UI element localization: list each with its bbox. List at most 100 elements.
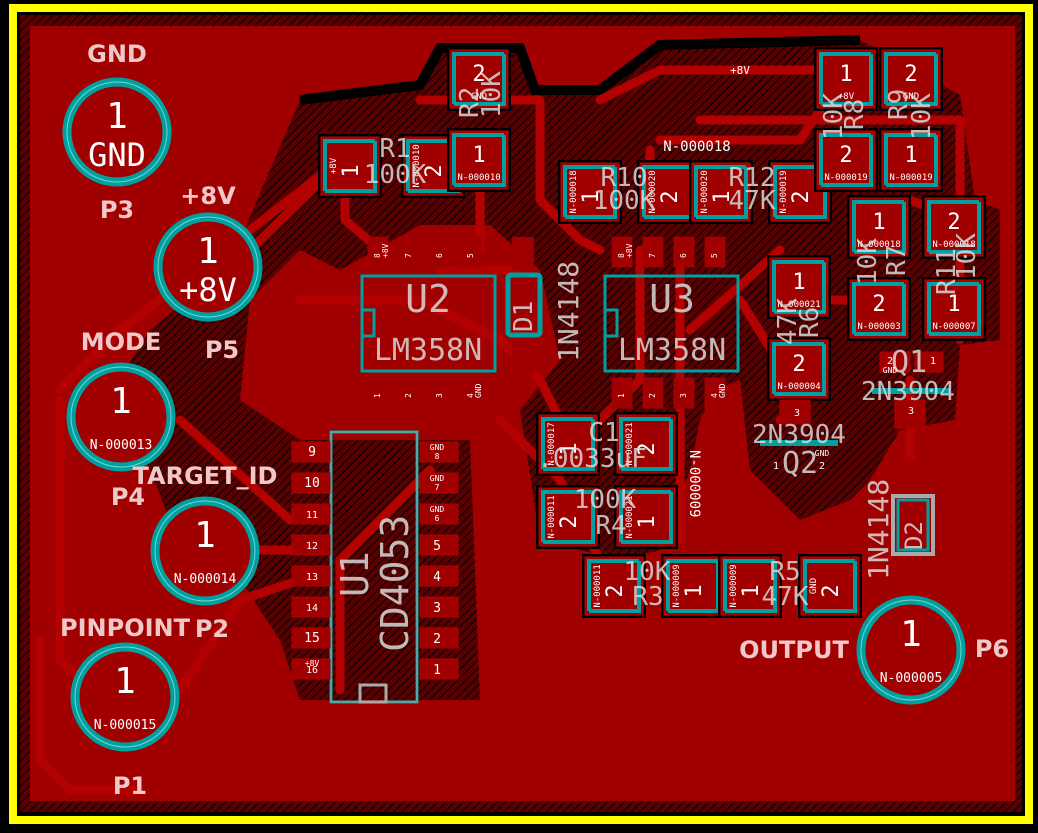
value-label: 10K xyxy=(952,233,982,280)
smd-pad[interactable]: 1N-000021 xyxy=(767,255,831,319)
connector-ref: P4 xyxy=(111,483,145,511)
svg-text:N-000019: N-000019 xyxy=(779,170,789,213)
connector-ref: P3 xyxy=(100,196,134,224)
svg-text:1: 1 xyxy=(472,143,485,168)
ic-u3[interactable]: U3 LM358N xyxy=(603,274,740,373)
smd-pad[interactable]: 2N-000021 xyxy=(614,412,678,476)
svg-text:6: 6 xyxy=(435,253,444,258)
diode-d2[interactable]: D2 1N4148 xyxy=(862,479,935,580)
smd-pad[interactable]: 2N-000011 xyxy=(582,554,646,618)
smd-pad[interactable]: 2N-000018 xyxy=(922,195,986,259)
svg-text:+8V: +8V xyxy=(838,92,855,102)
ic-u1[interactable]: U1 CD4053 xyxy=(329,430,419,704)
svg-text:N-000021: N-000021 xyxy=(625,495,635,538)
value-label: 10K xyxy=(907,93,937,140)
svg-text:3: 3 xyxy=(679,393,688,398)
svg-text:14: 14 xyxy=(306,603,318,614)
pad-number: 1 xyxy=(110,381,132,422)
ref-label: R3 xyxy=(632,582,663,612)
net-label-n18: N-000018 xyxy=(663,139,730,155)
svg-text:4: 4 xyxy=(466,393,475,398)
svg-text:3: 3 xyxy=(908,406,914,417)
value-label: 10K xyxy=(819,93,849,140)
smd-pad[interactable]: 1N-000009 xyxy=(718,554,782,618)
smd-pad[interactable]: 1+8V xyxy=(318,134,382,198)
smd-pad[interactable]: 2N-000019 xyxy=(814,128,878,192)
transistor-q1[interactable]: Q1 2N3904 2 GND 1 3 xyxy=(861,345,955,429)
svg-text:N-000020: N-000020 xyxy=(648,170,658,213)
smd-pad[interactable]: 1N-000021 xyxy=(614,485,678,549)
smd-pad[interactable]: 1N-000017 xyxy=(536,412,600,476)
svg-text:9: 9 xyxy=(308,445,316,460)
svg-text:2: 2 xyxy=(872,292,885,317)
transistor-q2[interactable]: 2N3904 Q2 1 GND 2 3 xyxy=(752,399,846,481)
svg-text:10: 10 xyxy=(304,476,320,491)
smd-pad[interactable]: 2N-000004 xyxy=(767,337,831,401)
connector-label: +8V xyxy=(180,182,236,210)
svg-text:8: 8 xyxy=(435,452,440,461)
diode-d1[interactable]: D1 1N4148 xyxy=(505,261,585,362)
smd-pad[interactable]: 1N-000007 xyxy=(922,277,986,341)
smd-pad[interactable]: 2N-000003 xyxy=(847,277,911,341)
pad-net: +8V xyxy=(179,271,237,309)
svg-text:1: 1 xyxy=(710,190,735,203)
svg-text:N-000021: N-000021 xyxy=(625,422,635,465)
smd-pad[interactable]: 1+8V xyxy=(814,47,878,111)
svg-text:GND: GND xyxy=(718,383,727,398)
svg-text:12: 12 xyxy=(306,541,318,552)
smd-pad[interactable]: 1N-000018 xyxy=(558,160,622,224)
ic-u2[interactable]: U2 LM358N xyxy=(360,274,497,373)
smd-pad[interactable]: 1N-000009 xyxy=(661,554,725,618)
smd-pad[interactable]: 2N-000011 xyxy=(536,485,600,549)
svg-text:2: 2 xyxy=(433,632,441,647)
svg-text:2: 2 xyxy=(658,190,683,203)
connector-ref: P6 xyxy=(975,635,1009,663)
d2-ref: D2 xyxy=(900,521,928,550)
ref-label: C1 xyxy=(588,418,619,448)
u1-pin-10: 10 xyxy=(291,472,331,494)
svg-text:GND: GND xyxy=(430,474,445,483)
value-label: 10K xyxy=(853,238,883,285)
u1-value: CD4053 xyxy=(373,515,417,652)
smd-pad[interactable]: 1N-000018 xyxy=(847,195,911,259)
smd-pad[interactable]: 1N-000019 xyxy=(879,128,943,192)
svg-text:5: 5 xyxy=(433,539,441,554)
value-label: 100K xyxy=(574,485,637,515)
smd-pad[interactable]: 1N-000020 xyxy=(689,160,753,224)
svg-text:6: 6 xyxy=(679,253,688,258)
svg-text:1: 1 xyxy=(579,190,604,203)
svg-text:N-000004: N-000004 xyxy=(777,382,820,392)
svg-text:1: 1 xyxy=(635,515,660,528)
value-label: 100K xyxy=(593,186,656,216)
smd-pad[interactable]: 1N-000010 xyxy=(447,128,511,192)
svg-text:4: 4 xyxy=(710,393,719,398)
value-label: .0033uF xyxy=(537,444,647,474)
svg-text:2: 2 xyxy=(839,143,852,168)
pad-net: N-000005 xyxy=(880,671,943,686)
